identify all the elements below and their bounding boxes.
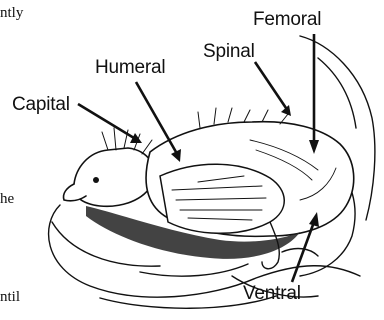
label-femoral: Femoral [253,10,321,29]
label-humeral: Humeral [95,58,165,77]
humeral-leader [136,82,176,152]
label-ventral: Ventral [243,284,301,303]
spinal-leader [255,62,286,108]
nestling-bird-drawing [63,108,353,269]
label-spinal: Spinal [203,42,255,61]
capital-leader [78,104,134,138]
label-capital: Capital [12,95,70,114]
